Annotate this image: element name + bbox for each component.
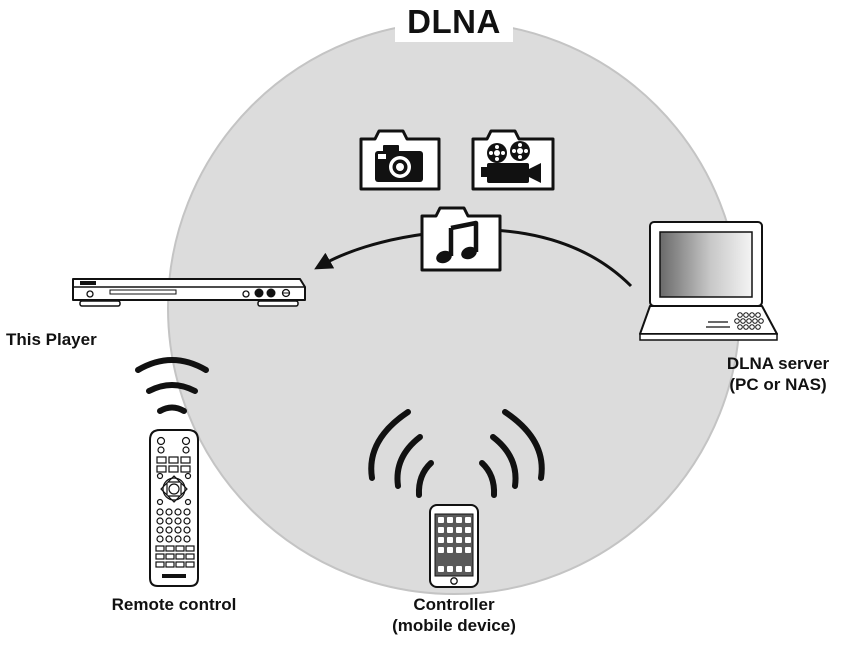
dlna-server-label-line1: DLNA server: [726, 354, 830, 373]
laptop-icon: [639, 221, 778, 341]
blu-ray-player-icon: [72, 278, 306, 307]
dlna-server-label-line2: (PC or NAS): [729, 375, 827, 394]
remote-control-label: Remote control: [111, 595, 237, 614]
remote-signal-icon: [135, 357, 209, 414]
music-folder-icon: [420, 206, 502, 272]
diagram-title: DLNA: [395, 2, 513, 42]
music-note-icon: [436, 220, 479, 264]
photo-folder-icon: [359, 129, 441, 191]
this-player-label: This Player: [6, 330, 97, 349]
controller-label-line2: (mobile device): [392, 616, 516, 635]
controller-label: Controller (mobile device): [364, 594, 544, 636]
controller-label-line1: Controller: [413, 595, 495, 614]
dlna-server-label: DLNA server (PC or NAS): [703, 353, 853, 395]
film-camera-icon: [481, 141, 541, 183]
camera-icon: [375, 145, 423, 182]
video-folder-icon: [471, 129, 555, 191]
remote-control-icon: [149, 429, 199, 587]
smartphone-icon: [429, 504, 479, 588]
controller-signal-icon: [368, 409, 545, 498]
